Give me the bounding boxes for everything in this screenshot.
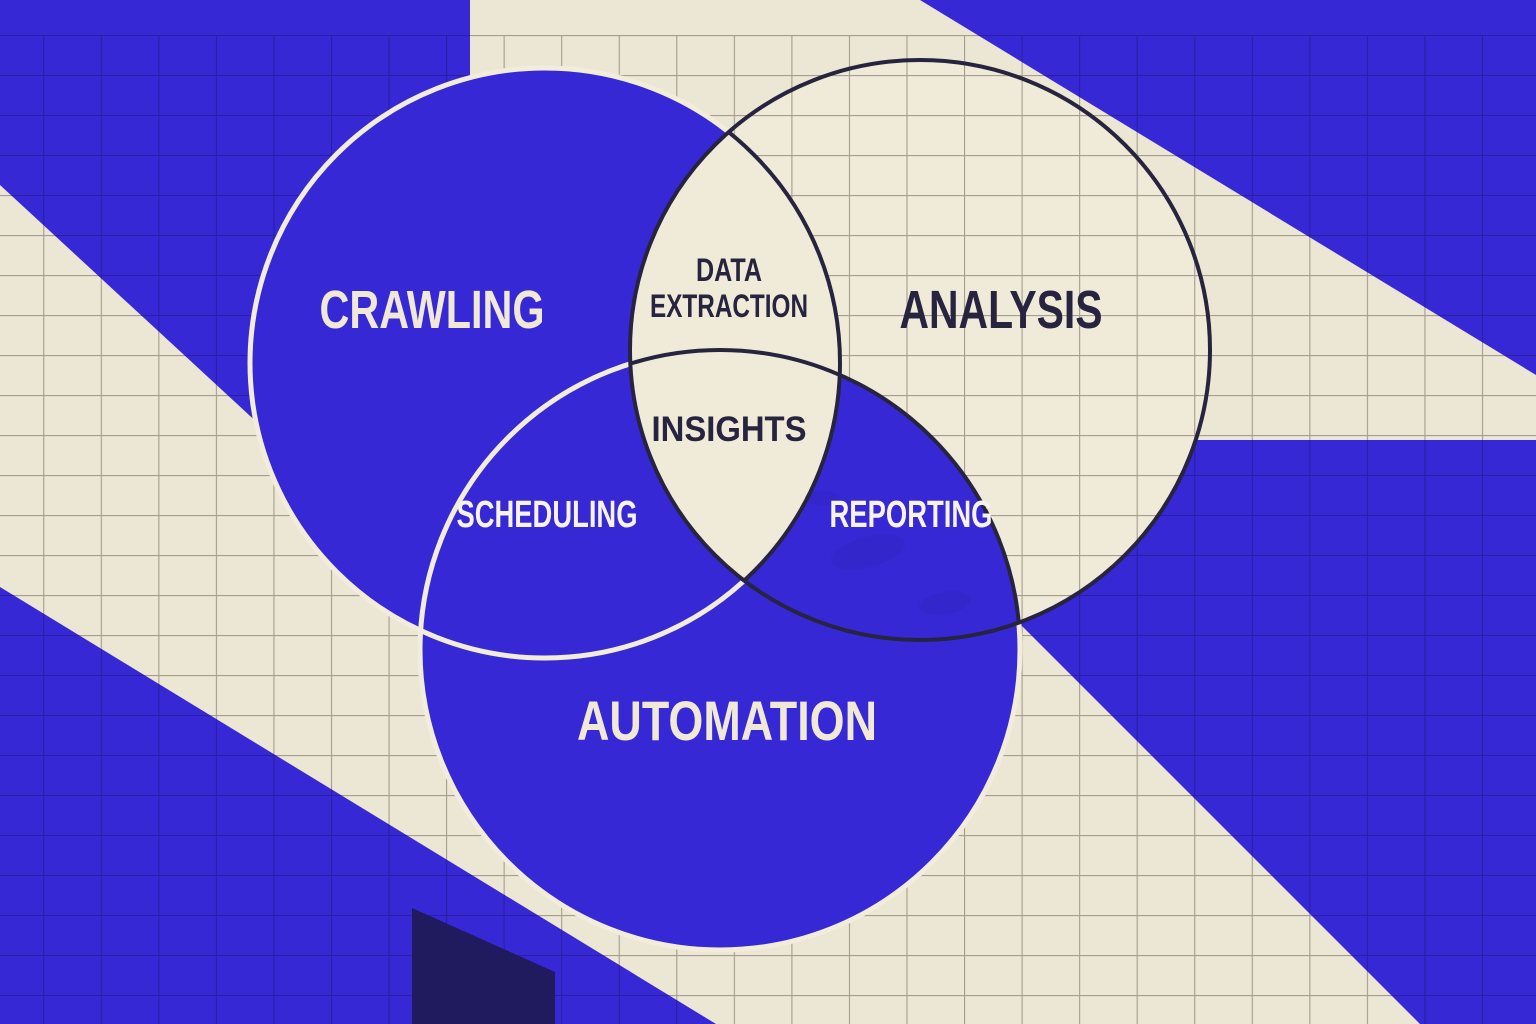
crawling-label: CRAWLING (320, 280, 545, 340)
overlap-insights-region (630, 350, 840, 581)
texture-blotches (805, 491, 971, 615)
navy-arc-segments (630, 66, 1022, 640)
scheduling-label: SCHEDULING (457, 494, 638, 536)
texture-blotch (805, 491, 839, 505)
analysis-circle-outline (628, 58, 1212, 642)
texture-blotch (919, 591, 971, 615)
data-extraction-label-line2: EXTRACTION (650, 288, 808, 324)
reporting-label: REPORTING (830, 494, 993, 536)
automation-label: AUTOMATION (577, 689, 877, 752)
automation-circle-outline-navy (630, 348, 1022, 640)
crawling-circle-outline-navy (630, 66, 842, 640)
insights-label: INSIGHTS (652, 410, 807, 449)
data-extraction-label-line1: DATA (696, 252, 762, 288)
analysis-label: ANALYSIS (900, 280, 1103, 340)
texture-blotch (830, 534, 906, 570)
